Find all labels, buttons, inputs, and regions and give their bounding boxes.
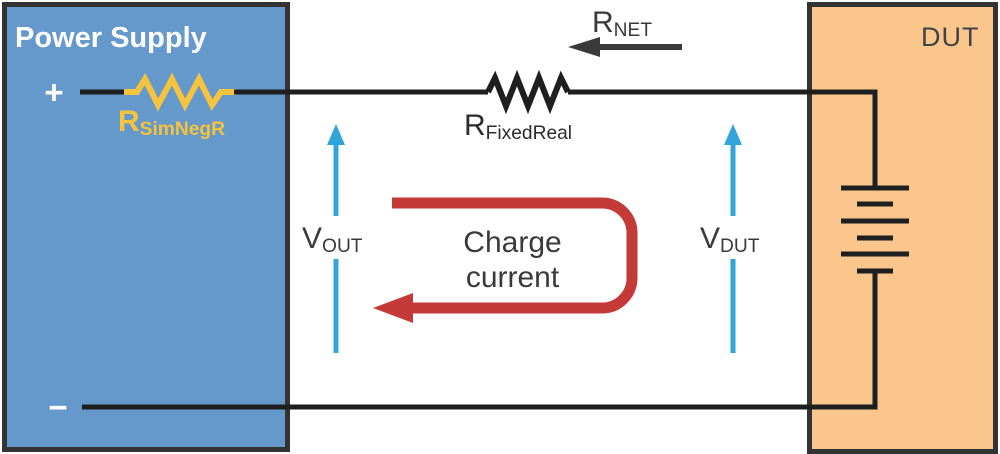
minus-terminal-label: −	[48, 388, 68, 426]
rsimnegr-label-base: R	[118, 105, 140, 138]
charge-current-label-line2: current	[465, 261, 560, 294]
rnet-label-base: R	[592, 6, 614, 39]
vout-label-base: V	[302, 222, 323, 255]
rsimnegr-label: RSimNegR	[118, 105, 225, 141]
vdut-label: VDUT	[700, 222, 760, 258]
dut-box	[807, 2, 998, 454]
rsimnegr-label-sub: SimNegR	[139, 119, 225, 141]
fixed-real-resistor-icon	[485, 69, 571, 115]
vout-label: VOUT	[302, 222, 363, 258]
vdut-label-sub: DUT	[720, 236, 760, 258]
power-supply-box	[2, 2, 290, 452]
charge-current-label-line1: Charge	[463, 226, 562, 259]
rfixedreal-label: RFixedReal	[464, 109, 573, 145]
dut-title: DUT	[921, 22, 980, 52]
rnet-label-sub: NET	[613, 20, 653, 42]
plus-terminal-label: +	[44, 73, 64, 111]
vout-label-sub: OUT	[322, 236, 363, 258]
power-supply-title: Power Supply	[15, 22, 207, 54]
rnet-label: RNET	[592, 6, 653, 42]
charge-current-label: Charge current	[420, 225, 605, 295]
rfixedreal-label-sub: FixedReal	[485, 123, 573, 145]
vdut-label-base: V	[700, 222, 721, 255]
rfixedreal-label-base: R	[464, 109, 486, 142]
